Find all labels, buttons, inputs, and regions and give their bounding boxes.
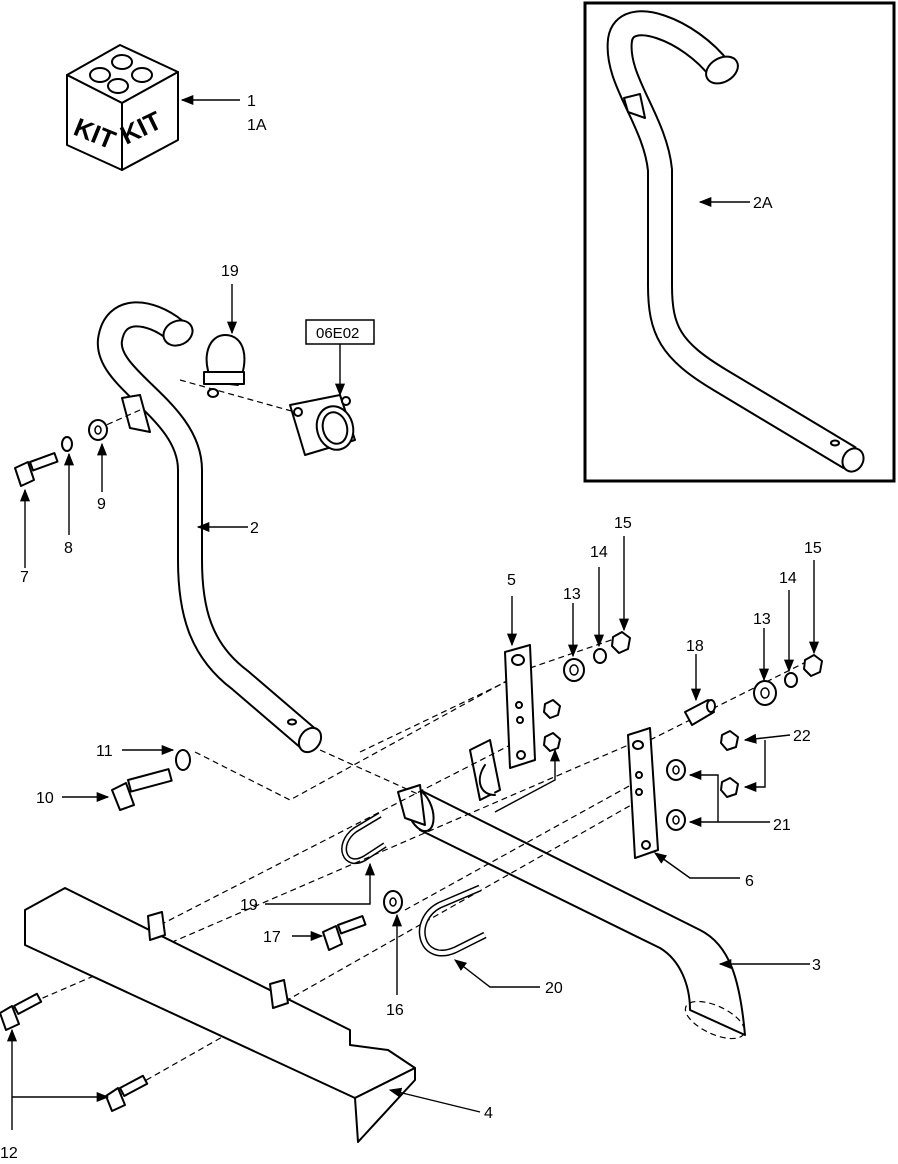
callout-7: 7: [20, 569, 29, 586]
nut-15-a: [611, 631, 631, 654]
u-bolt-19: [341, 812, 387, 865]
callout-19-upper: 19: [221, 263, 239, 280]
washer-16: [383, 890, 403, 914]
exhaust-pipe-2a: [606, 10, 865, 473]
inset-frame: [583, 1, 896, 483]
callout-13-b: 13: [753, 611, 771, 628]
washer-9: [88, 419, 108, 441]
callout-18: 18: [686, 638, 704, 655]
heat-shield-4: [24, 887, 416, 1143]
callout-21: 21: [773, 817, 791, 834]
nut-lower-5: [543, 732, 561, 752]
callout-8: 8: [64, 540, 73, 557]
nut-22-upper: [720, 730, 739, 751]
lockwasher-14-b: [784, 672, 798, 688]
callout-1a: 1A: [247, 117, 267, 134]
bolt-7: [14, 452, 59, 487]
callout-10: 10: [36, 790, 54, 807]
nut-upper-5: [543, 699, 561, 719]
washer-21-upper: [666, 759, 686, 781]
callout-11: 11: [96, 743, 113, 760]
u-bolt-20: [418, 884, 487, 957]
callout-12: 12: [0, 1145, 18, 1162]
exhaust-pipe-3: [397, 784, 746, 1040]
callout-17: 17: [263, 929, 281, 946]
callout-22: 22: [793, 728, 811, 745]
bolt-12-upper: [0, 992, 43, 1031]
kit-box-icon: KIT KIT: [66, 44, 179, 171]
callout-2: 2: [250, 520, 259, 537]
flange-part: [289, 394, 356, 456]
clamp-19-upper: [203, 334, 246, 398]
callout-14-a: 14: [590, 544, 608, 561]
callout-15-a: 15: [614, 515, 632, 532]
callout-9: 9: [97, 496, 106, 513]
callout-16: 16: [386, 1002, 404, 1019]
washer-21-lower: [666, 809, 686, 831]
bolt-12-lower: [105, 1074, 149, 1112]
bracket-6: [627, 727, 659, 859]
reference-box-label: 06E02: [316, 325, 359, 342]
callout-2a: 2A: [753, 195, 773, 212]
nut-22-lower: [720, 777, 739, 798]
bracket-5: [504, 644, 536, 769]
callout-13-a: 13: [563, 586, 581, 603]
lockwasher-14-a: [593, 648, 607, 664]
callout-14-b: 14: [779, 570, 797, 587]
lockwasher-11: [175, 749, 191, 771]
callout-4: 4: [484, 1105, 493, 1122]
callout-15-b: 15: [804, 540, 822, 557]
callout-20: 20: [545, 980, 563, 997]
nut-15-b: [803, 654, 823, 677]
callout-19-lower: 19: [240, 897, 258, 914]
spacer-18: [684, 699, 716, 726]
callout-3: 3: [812, 957, 821, 974]
callout-5: 5: [507, 572, 516, 589]
lockwasher-8: [61, 436, 73, 452]
washer-13-b: [753, 680, 777, 706]
callout-1: 1: [247, 93, 256, 110]
bolt-17: [322, 915, 367, 951]
washer-13-a: [563, 658, 585, 682]
bolt-10: [111, 768, 173, 811]
clamp-19-lower: [469, 739, 501, 801]
exhaust-pipe-2: [96, 301, 323, 754]
callout-6: 6: [745, 873, 754, 890]
reference-box: [305, 319, 375, 345]
